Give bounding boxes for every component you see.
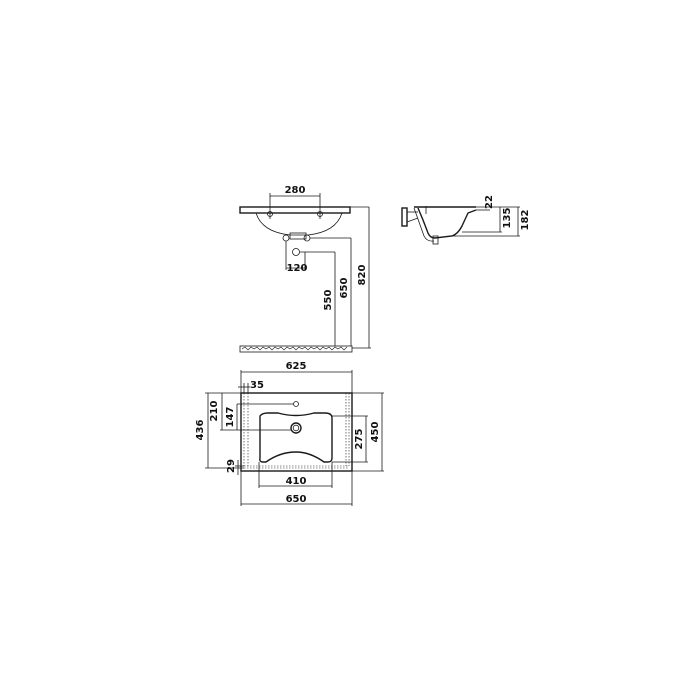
dim-410: 410: [286, 476, 307, 487]
dim-147: 147: [225, 407, 236, 428]
dim-820: 820: [357, 265, 368, 286]
dim-436: 436: [195, 420, 206, 441]
dim-550: 550: [323, 290, 334, 311]
tap-hole: [293, 401, 299, 407]
floor-line: [239, 345, 353, 353]
dim-625: 625: [286, 361, 307, 372]
side-view: 22 135 182: [401, 195, 531, 245]
basin-outline: [259, 412, 333, 463]
top-view: 625 35 436 210 147 29 275 450: [195, 361, 384, 506]
dim-135: 135: [502, 208, 513, 229]
dim-650: 650: [339, 278, 350, 299]
dim-280: 280: [285, 185, 306, 196]
dim-35: 35: [250, 380, 264, 391]
dim-22: 22: [484, 195, 495, 209]
dim-182: 182: [520, 210, 531, 231]
countertop-outline: [240, 392, 353, 472]
dim-650-width: 650: [286, 494, 307, 505]
waste-outlet: [290, 422, 302, 434]
dim-29: 29: [226, 459, 237, 473]
dim-120: 120: [287, 263, 308, 274]
dim-210: 210: [209, 401, 220, 422]
dim-275: 275: [354, 429, 365, 450]
front-view: 280 120 550 650 820: [239, 185, 371, 353]
dim-450: 450: [370, 422, 381, 443]
